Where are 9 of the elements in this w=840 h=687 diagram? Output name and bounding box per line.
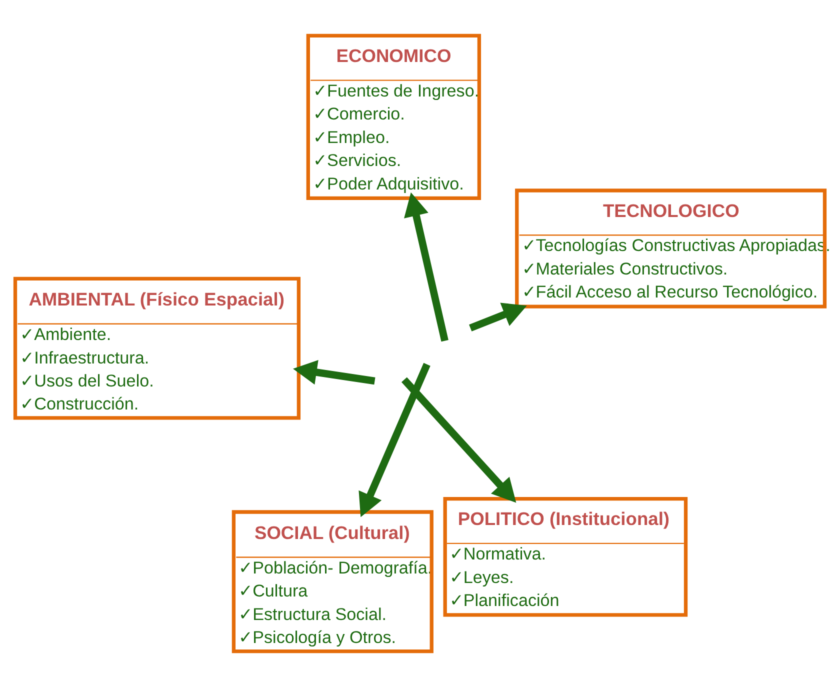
arrow — [401, 377, 516, 503]
arrow — [358, 362, 430, 518]
node-box: ECONOMICO ✓Fuentes de Ingreso. ✓Comercio. ✓Empleo. ✓Servicios. ✓Poder Adquisitivo. — [306, 34, 482, 200]
arrow — [469, 302, 527, 332]
node-box: POLITICO (Institucional) ✓Normativa. ✓Leyes. ✓Planificación — [443, 497, 688, 617]
node-box: AMBIENTAL (Físico Espacial) ✓Ambiente. ✓Infraestructura. ✓Usos del Suelo. ✓Construcción. — [13, 276, 301, 420]
arrow — [293, 360, 376, 385]
node-box: SOCIAL (Cultural) ✓Población- Demografía. ✓Cultura ✓Estructura Social. ✓Psicología y Otros. — [232, 510, 434, 654]
arrow — [404, 192, 448, 342]
